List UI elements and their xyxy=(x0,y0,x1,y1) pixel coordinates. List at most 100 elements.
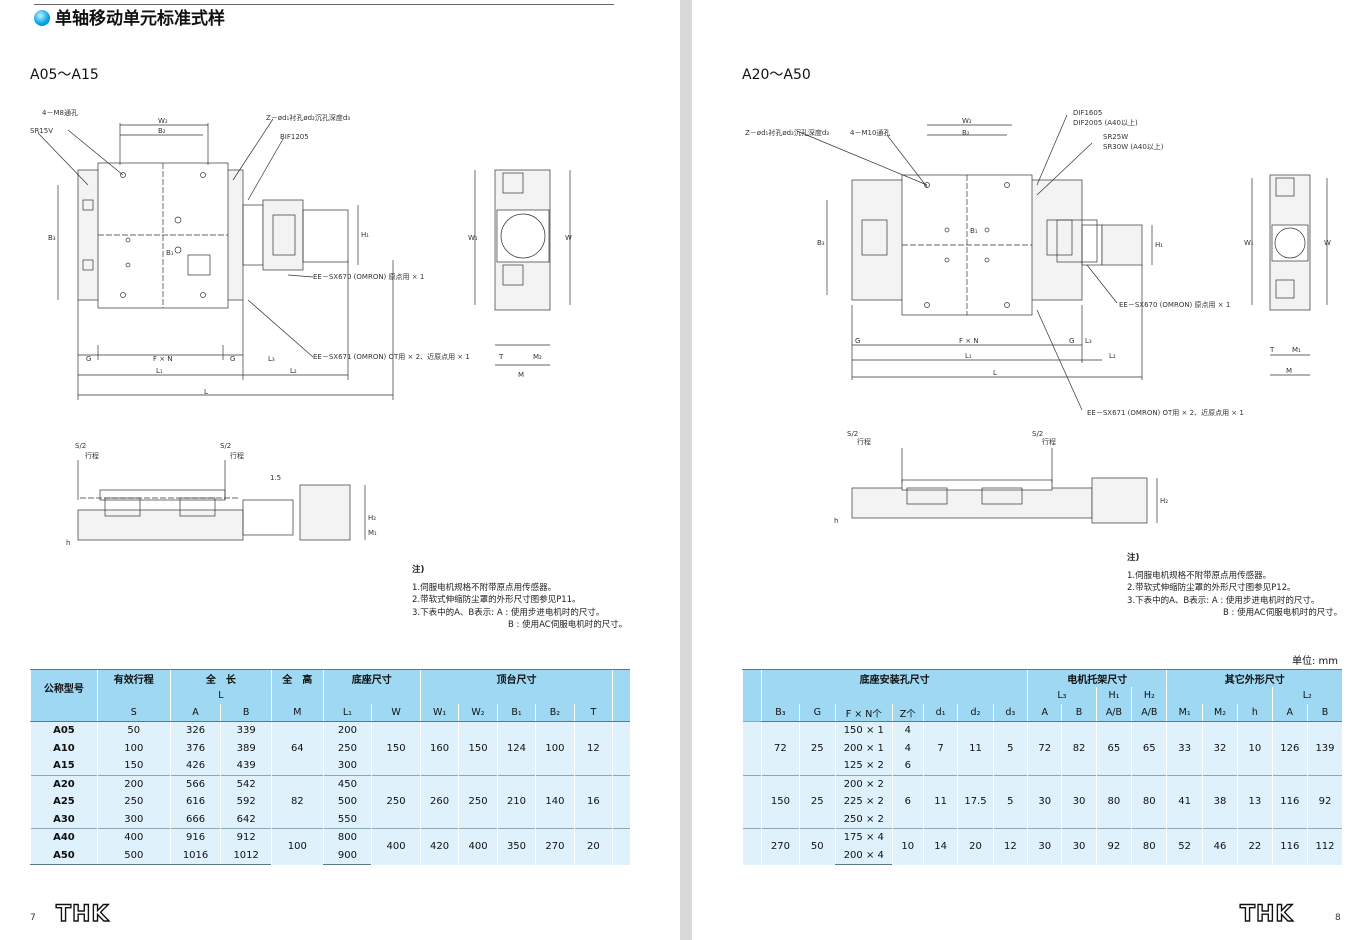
table-cell: 400 xyxy=(371,828,421,865)
r-label-holes: 4－M10通孔 xyxy=(850,128,890,137)
svg-text:B₃: B₃ xyxy=(817,239,825,247)
left-end-view-drawing: W₁ W T M₂ M xyxy=(468,169,572,379)
table-cell: 566 xyxy=(169,774,221,793)
bullet-icon xyxy=(34,10,50,26)
table-cell: 80 xyxy=(1131,828,1167,865)
table-cell: 30 xyxy=(1027,828,1062,865)
table-cell: 5 xyxy=(992,774,1028,829)
table-cell: A20 xyxy=(30,774,98,793)
table-cell: 32 xyxy=(1201,721,1238,775)
table-cell: 270 xyxy=(535,828,575,865)
table-col-header: Z个 xyxy=(891,704,924,722)
table-col-header: F × N个 xyxy=(834,704,893,722)
svg-text:W: W xyxy=(1324,239,1331,247)
label-z: Z－ød₁衬孔ød₂沉孔深度d₃ xyxy=(266,113,350,122)
table-cell: 92 xyxy=(1306,774,1342,829)
table-cell: 6 xyxy=(891,774,924,829)
svg-text:L₃: L₃ xyxy=(268,355,275,363)
svg-text:S/2: S/2 xyxy=(75,442,86,450)
table-cell: 25 xyxy=(798,774,836,829)
table-cell: 200 xyxy=(96,774,171,793)
table-cell: 10 xyxy=(891,828,924,865)
table-cell: 800 xyxy=(322,828,372,847)
table-cell: 592 xyxy=(220,793,272,811)
th-base: 底座尺寸 xyxy=(322,669,421,687)
table-cell: A50 xyxy=(30,846,98,865)
svg-text:1.5: 1.5 xyxy=(270,474,281,482)
left-top-view-drawing: 4－M8通孔 SR15V Z－ød₁衬孔ød₂沉孔深度d₃ BIF1205 W₂… xyxy=(30,108,470,400)
table-col-header: d₁ xyxy=(922,704,958,722)
svg-text:G: G xyxy=(1069,337,1074,345)
table-cell: 20 xyxy=(957,828,994,865)
thk-logo: THK xyxy=(55,901,110,927)
svg-text:M₁: M₁ xyxy=(368,529,377,537)
table-cell: 550 xyxy=(322,810,372,829)
table-cell: 260 xyxy=(419,774,459,829)
section-heading-a05: A05～A15 xyxy=(30,67,99,83)
table-cell: 139 xyxy=(1306,721,1342,775)
table-cell: 200 × 1 xyxy=(834,739,893,757)
svg-text:S/2: S/2 xyxy=(1032,430,1043,438)
table-cell: 6 xyxy=(891,757,924,775)
table-cell: 250 xyxy=(458,774,498,829)
left-spec-table: 公称型号 有效行程 全 长 全 高 底座尺寸 顶台尺寸 L S A B M L₁ xyxy=(30,669,630,865)
svg-text:L₁: L₁ xyxy=(156,367,163,375)
label-holes: 4－M8通孔 xyxy=(42,108,78,117)
table-cell: 65 xyxy=(1131,721,1167,775)
table-cell: 50 xyxy=(96,721,171,740)
svg-text:L₁: L₁ xyxy=(965,352,972,360)
svg-text:S/2: S/2 xyxy=(220,442,231,450)
right-end-view-drawing: W₁ W T M₁ M xyxy=(1244,174,1331,376)
label-sr: SR15V xyxy=(30,127,53,135)
table-cell: 4 xyxy=(891,739,924,757)
svg-text:B₂: B₂ xyxy=(962,129,970,137)
svg-text:B₃: B₃ xyxy=(48,234,56,242)
table-row: 225 × 2 xyxy=(743,793,1343,811)
th-base-mount: 底座安装孔尺寸 xyxy=(761,669,1028,687)
svg-text:W₂: W₂ xyxy=(158,117,168,125)
table-cell: 100 xyxy=(535,721,575,775)
title-rule xyxy=(34,4,614,5)
table-cell: 200 × 4 xyxy=(834,846,893,865)
svg-text:W₂: W₂ xyxy=(962,117,972,125)
table-cell: 250 × 2 xyxy=(834,810,893,829)
table-cell: 666 xyxy=(169,810,221,829)
table-cell: 426 xyxy=(169,757,221,775)
right-top-view-drawing: Z－ød₁衬孔ød₂沉孔深度d₃ 4－M10通孔 DIF1605 DIF2005… xyxy=(745,109,1244,417)
table-cell: A30 xyxy=(30,810,98,829)
table-cell: 100 xyxy=(270,828,324,865)
left-side-view-drawing: S/2 行程 S/2 行程 1.5 H₂ M₁ h xyxy=(66,442,377,547)
section-heading-a20: A20～A50 xyxy=(742,67,811,83)
r-label-sr2: SR30W (A40以上) xyxy=(1103,142,1164,151)
svg-text:M₂: M₂ xyxy=(533,353,542,361)
svg-text:H₁: H₁ xyxy=(1155,241,1163,249)
table-cell: 5 xyxy=(992,721,1028,775)
table-cell: 616 xyxy=(169,793,221,811)
svg-text:L₃: L₃ xyxy=(1085,337,1092,345)
svg-text:h: h xyxy=(834,517,838,525)
svg-text:M: M xyxy=(518,371,524,379)
table-cell: 20 xyxy=(573,828,613,865)
r-label-dif1: DIF1605 xyxy=(1073,109,1102,117)
table-col-header: B xyxy=(1306,704,1342,722)
th-table: 顶台尺寸 xyxy=(419,669,613,687)
table-cell: 22 xyxy=(1237,828,1273,865)
svg-text:L: L xyxy=(993,369,997,377)
svg-text:行程: 行程 xyxy=(1042,437,1056,446)
table-cell: 17.5 xyxy=(957,774,994,829)
table-cell: 116 xyxy=(1271,774,1308,829)
table-cell: 439 xyxy=(220,757,272,775)
table-col-header: A/B xyxy=(1131,704,1167,722)
table-cell: 80 xyxy=(1095,774,1132,829)
svg-text:行程: 行程 xyxy=(230,451,244,460)
svg-text:L₂: L₂ xyxy=(1109,352,1116,360)
svg-text:W₁: W₁ xyxy=(1244,239,1254,247)
